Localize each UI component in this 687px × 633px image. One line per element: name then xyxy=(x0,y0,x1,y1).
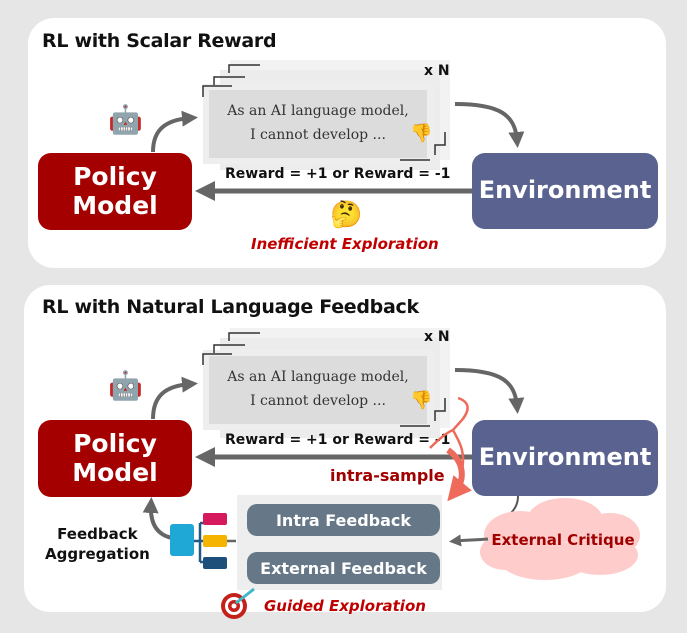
natural-language-feedback-title: RL with Natural Language Feedback xyxy=(42,296,419,318)
sample-to-environment-arrow xyxy=(454,368,525,414)
robot-icon: 🤖 xyxy=(108,103,143,136)
guided-exploration-caption: Guided Exploration xyxy=(264,597,426,615)
policy-model-box: Policy Model xyxy=(38,420,192,497)
thinking-face-icon: 🤔 xyxy=(330,200,363,230)
thumbs-down-icon: 👎 xyxy=(410,390,433,411)
reward-label: Reward = +1 or Reward = -1 xyxy=(225,166,451,182)
feedback-aggregation-text: Feedback Aggregation xyxy=(45,525,150,564)
sample-card-front: As an AI language model, I cannot develo… xyxy=(203,350,433,430)
intra-feedback-label: Intra Feedback xyxy=(275,510,412,530)
target-dart-icon xyxy=(221,587,255,619)
policy-model-label: Policy Model xyxy=(72,161,158,220)
environment-box: Environment xyxy=(472,153,658,229)
intra-feedback-pill: Intra Feedback xyxy=(247,504,440,536)
reward-label: Reward = +1 or Reward = -1 xyxy=(225,432,451,448)
card-stack-brackets xyxy=(202,64,446,427)
feedback-group: Intra Feedback External Feedback xyxy=(237,495,442,590)
aggregation-to-policy-arrow xyxy=(142,497,173,540)
robot-icon: 🤖 xyxy=(108,369,143,402)
critique-to-feedback-arrow xyxy=(449,534,489,547)
intra-sample-label: intra-sample xyxy=(330,466,445,485)
sample-multiplier: x N xyxy=(424,63,450,79)
sample-text: As an AI language model, I cannot develo… xyxy=(227,103,409,143)
mind-map-icon xyxy=(170,513,227,569)
environment-box: Environment xyxy=(472,420,658,496)
policy-model-box: Policy Model xyxy=(38,153,192,230)
sample-multiplier: x N xyxy=(424,329,450,345)
policy-model-label: Policy Model xyxy=(72,428,158,487)
policy-to-sample-arrow xyxy=(151,376,198,420)
sample-text: As an AI language model, I cannot develo… xyxy=(227,369,409,409)
scalar-reward-title: RL with Scalar Reward xyxy=(42,30,277,52)
external-feedback-pill: External Feedback xyxy=(247,552,440,584)
sample-to-environment-arrow xyxy=(454,102,525,148)
external-critique-label: External Critique xyxy=(491,531,634,549)
external-feedback-label: External Feedback xyxy=(260,558,427,578)
policy-to-sample-arrow xyxy=(151,110,198,153)
sample-card-front: As an AI language model, I cannot develo… xyxy=(203,84,433,164)
external-critique-cloud xyxy=(480,498,640,580)
environment-label: Environment xyxy=(478,176,652,205)
intra-sample-arrow xyxy=(446,447,472,502)
environment-label: Environment xyxy=(478,443,652,472)
inefficient-exploration-caption: Inefficient Exploration xyxy=(251,235,439,253)
feedback-aggregation-label: Feedback Aggregation xyxy=(45,524,150,565)
thumbs-down-icon: 👎 xyxy=(410,123,433,144)
